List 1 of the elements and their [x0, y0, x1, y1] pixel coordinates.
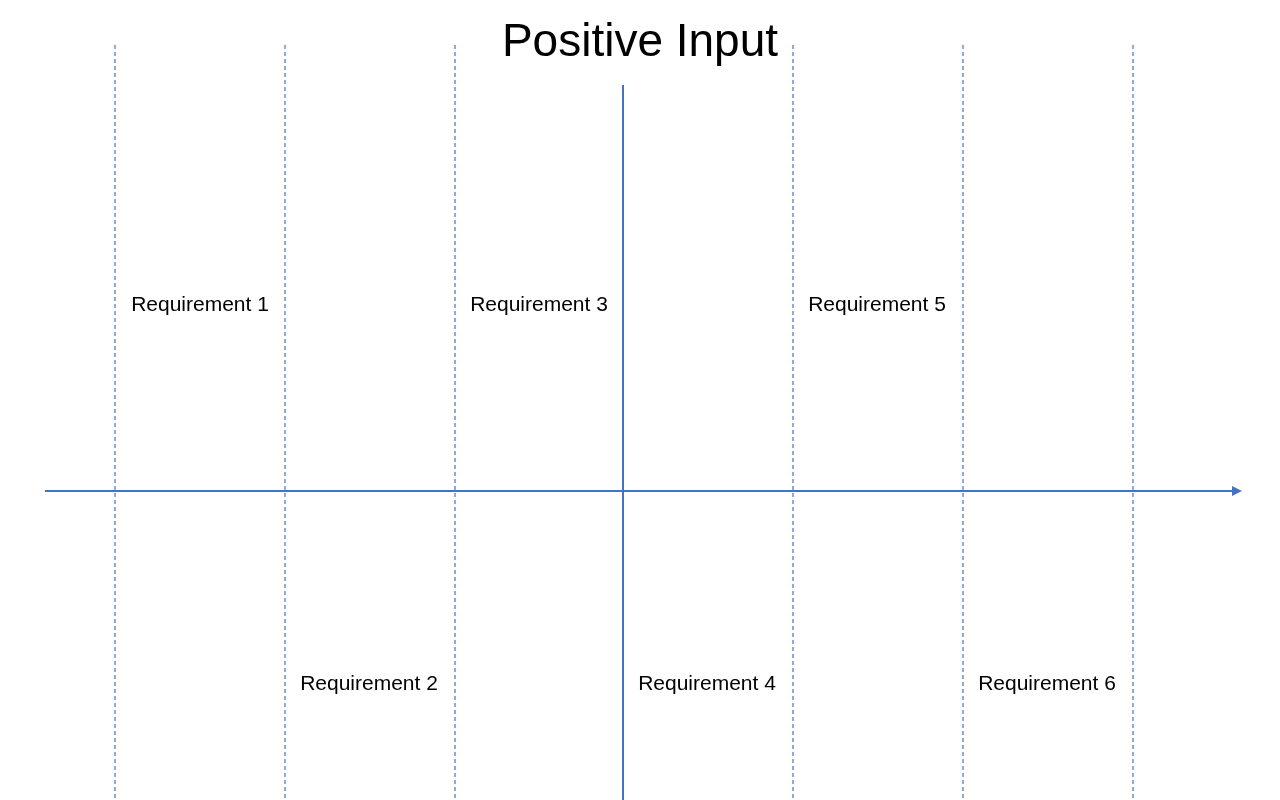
title: Positive Input	[500, 13, 780, 68]
